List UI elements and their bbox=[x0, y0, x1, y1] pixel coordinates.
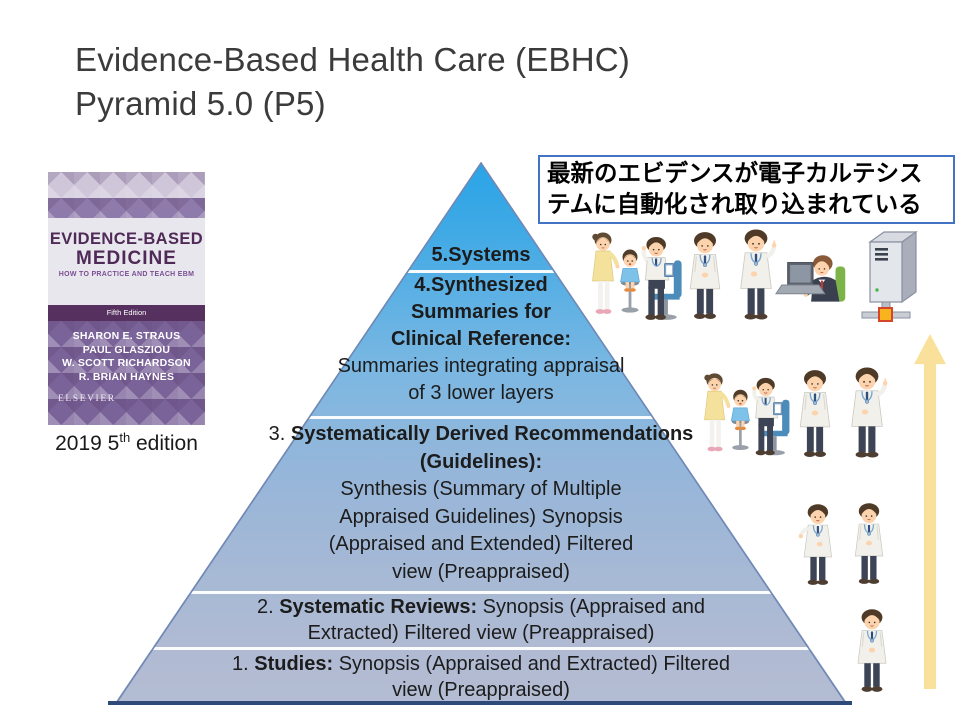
pyramid-labels: 5.Systems 4.Synthesized Summaries for Cl… bbox=[115, 162, 847, 703]
doctor-icon bbox=[848, 501, 890, 587]
pyramid-level-2: 2. Systematic Reviews: Synopsis (Apprais… bbox=[256, 596, 706, 644]
up-arrow-icon bbox=[914, 334, 946, 689]
laptop-user-icon bbox=[774, 252, 856, 318]
doctor-icon bbox=[684, 229, 726, 323]
title-line-1: Evidence-Based Health Care (EBHC) bbox=[75, 41, 630, 78]
family-icon bbox=[700, 372, 754, 460]
doctor-icon bbox=[794, 367, 836, 461]
ebhc-pyramid: 5.Systems 4.Synthesized Summaries for Cl… bbox=[115, 162, 847, 703]
book-publisher: ELSEVIER bbox=[58, 394, 116, 404]
seated-doctor-icon bbox=[749, 376, 797, 460]
waving-doctor-icon bbox=[795, 502, 839, 588]
doctor-icon bbox=[851, 607, 893, 695]
pointing-doctor-icon bbox=[846, 365, 890, 461]
pyramid-base-line bbox=[108, 701, 852, 705]
pointing-doctor-icon bbox=[735, 227, 779, 323]
seated-doctor-icon bbox=[638, 235, 690, 325]
family-icon bbox=[588, 231, 644, 323]
server-icon bbox=[858, 228, 924, 324]
pyramid-level-4: 4.Synthesized Summaries for Clinical Ref… bbox=[337, 274, 625, 404]
page-title: Evidence-Based Health Care (EBHC) Pyrami… bbox=[75, 38, 630, 125]
pyramid-level-5: 5.Systems bbox=[431, 244, 531, 266]
pyramid-level-1: 1. Studies: Synopsis (Appraised and Extr… bbox=[231, 653, 731, 701]
title-line-2: Pyramid 5.0 (P5) bbox=[75, 84, 326, 122]
pyramid-level-3: 3. Systematically Derived Recommendation… bbox=[268, 423, 694, 583]
